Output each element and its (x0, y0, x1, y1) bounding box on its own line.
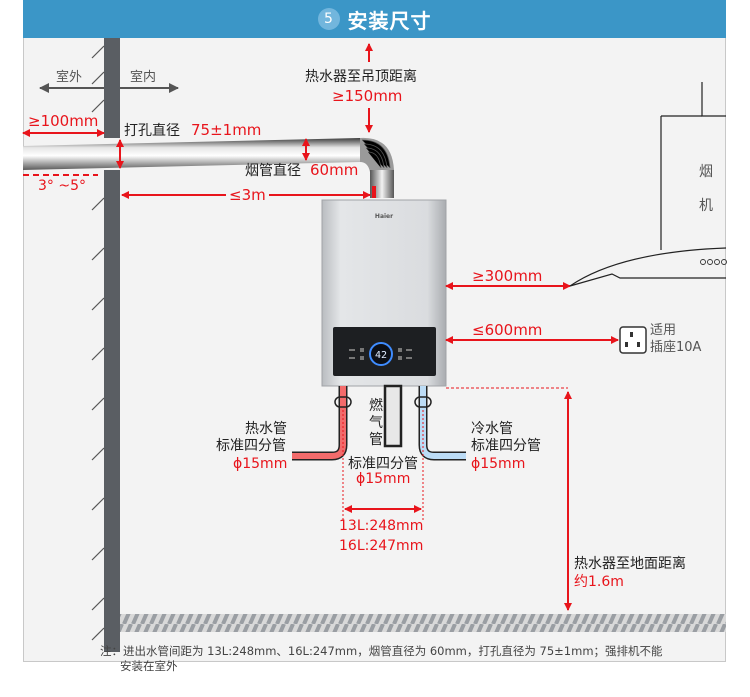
brand-logo: Haier (375, 213, 393, 220)
power-socket (619, 326, 647, 354)
hot-pipe-type: 标准四分管 (216, 438, 286, 454)
label-flue-diameter: 烟管直径 (245, 163, 301, 179)
label-hole-diameter: 打孔直径 (124, 123, 180, 139)
spacing-16l: 16L:247mm (339, 538, 424, 554)
gas-pipe-type: 标准四分管 (348, 456, 418, 472)
socket-label-1: 适用 (650, 323, 677, 338)
step-badge: 5 (317, 8, 340, 30)
label-flue-length: ≤3m (226, 186, 269, 205)
cold-pipe-size: ϕ15mm (471, 456, 526, 472)
gas-pipe (383, 384, 403, 448)
label-outdoor: 室外 (56, 70, 83, 85)
label-indoor: 室内 (130, 70, 157, 85)
socket-label-2: 插座10A (650, 340, 702, 355)
hood-label-1: 烟 (699, 164, 713, 180)
hot-pipe-size: ϕ15mm (233, 456, 288, 472)
hot-pipe-name: 热水管 (245, 421, 287, 437)
floor (120, 614, 726, 632)
display-value: 42 (375, 350, 387, 361)
value-hole-diameter: 75±1mm (191, 121, 262, 139)
hot-pipe-outline (292, 386, 348, 461)
cold-pipe-type: 标准四分管 (471, 438, 541, 454)
display-ring (369, 342, 393, 366)
cold-pipe (420, 386, 466, 459)
value-flue-diameter: 60mm (310, 161, 359, 179)
wall-lower (104, 170, 120, 652)
spacing-13l: 13L:248mm (339, 518, 424, 534)
section-title: 安装尺寸 (347, 8, 432, 33)
hot-pipe (292, 386, 346, 459)
label-wall-clearance: ≥100mm (28, 112, 99, 130)
range-hood (569, 82, 727, 287)
section-header: 5 安装尺寸 (23, 0, 726, 38)
label-ceiling: 热水器至吊顶距离 (305, 69, 417, 85)
footnote: 注：进出水管间距为 13L:248mm、16L:247mm，烟管直径为 60mm… (100, 644, 720, 674)
wall-hatch-marks (91, 45, 105, 641)
label-socket-distance: ≤600mm (472, 321, 543, 339)
wall-upper (104, 38, 120, 138)
gas-pipe-size: ϕ15mm (356, 471, 411, 487)
label-floor-height: 热水器至地面距离 (574, 556, 686, 572)
flue-pipe (23, 138, 360, 170)
label-slope: 3° ~5° (38, 178, 86, 194)
value-ceiling: ≥150mm (332, 87, 403, 105)
footnote-line-1: 注：进出水管间距为 13L:248mm、16L:247mm，烟管直径为 60mm… (100, 644, 663, 658)
value-floor-height: 约1.6m (574, 574, 624, 590)
cold-pipe-outline (418, 386, 466, 461)
gas-pipe-name: 燃气管 (369, 398, 383, 448)
cold-pipe-name: 冷水管 (471, 421, 513, 437)
footnote-line-2: 安装在室外 (120, 659, 178, 673)
label-hood-clearance: ≥300mm (472, 267, 543, 285)
hood-label-2: 机 (699, 198, 713, 214)
